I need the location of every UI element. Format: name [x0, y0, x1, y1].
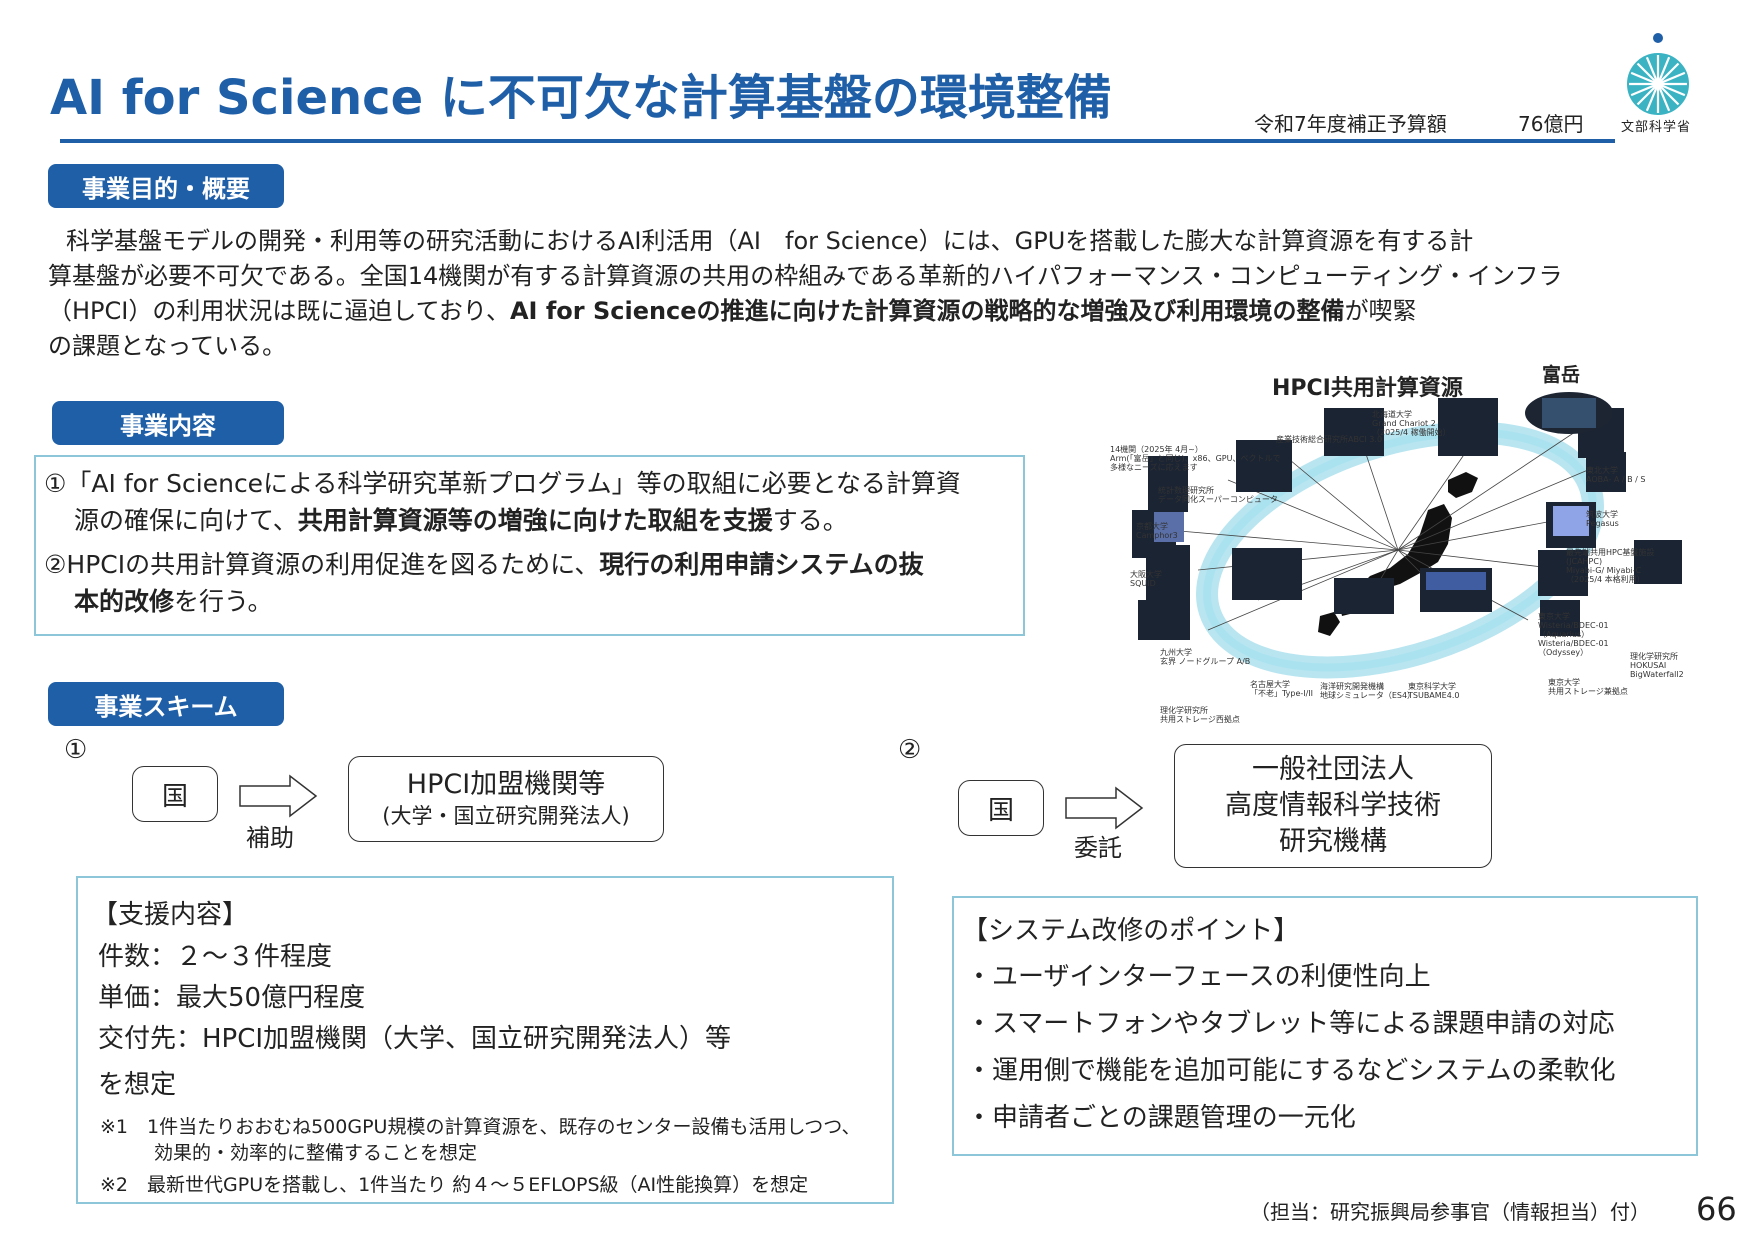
- item2-line-d: を行う。: [174, 587, 273, 616]
- system-point-2: ・スマートフォンやタブレット等による課題申請の対応: [966, 1009, 1615, 1039]
- budget-value: 76億円: [1518, 112, 1584, 136]
- scheme2-arrow-icon: [1065, 786, 1144, 830]
- purpose-line-3a: （HPCI）の利用状況は既に逼迫しており、: [48, 297, 510, 325]
- support-heading: 【支援内容】: [92, 900, 249, 930]
- map-label-14-institutions: 14機関（2025年 4月~） Arm(「富岳」と同じ)、x86、GPU、ベクト…: [1110, 445, 1281, 472]
- map-label-tsukuba: 筑波大学 Pegasus: [1586, 510, 1619, 528]
- support-note-1a: ※1 1件当たりおおむね500GPU規模の計算資源を、既存のセンター設備も活用し…: [100, 1116, 861, 1138]
- support-recipient: 交付先：HPCI加盟機関（大学、国立研究開発法人）等: [98, 1024, 732, 1054]
- system-points-box: [952, 896, 1698, 1156]
- system-point-1: ・ユーザインターフェースの利便性向上: [966, 962, 1431, 992]
- support-note-1b: 効果的・効率的に整備することを想定: [154, 1142, 478, 1164]
- map-label-osaka: 大阪大学 SQUID: [1130, 570, 1162, 588]
- map-label-kyoto: 京都大学 Camphor3: [1136, 522, 1178, 540]
- rist-line-3: 研究機構: [1279, 826, 1387, 857]
- budget-label: 令和7年度補正予算額: [1254, 112, 1447, 136]
- map-title: HPCI共用計算資源: [1272, 376, 1463, 401]
- item1-line-d: する。: [772, 506, 848, 535]
- scheme-number-2: ②: [898, 735, 922, 765]
- purpose-line-4: の課題となっている。: [48, 332, 287, 360]
- page-title: AI for Science に不可欠な計算基盤の環境整備: [50, 70, 1112, 126]
- purpose-paragraph: 科学基盤モデルの開発・利用等の研究活動におけるAI利活用（AI for Scie…: [48, 224, 1638, 364]
- map-label-riken-hokusai: 理化学研究所 HOKUSAI BigWaterfall2: [1630, 652, 1684, 679]
- support-note-2: ※2 最新世代GPUを搭載し、1件当たり 約４～５EFLOPS級（AI性能換算）…: [100, 1174, 809, 1196]
- purpose-line-3b-emphasis: AI for Scienceの推進に向けた計算資源の戦略的な増強及び利用環境の整…: [509, 297, 1345, 325]
- scheme1-subsidy-label: 補助: [246, 824, 294, 852]
- map-label-hokkaido: 北海道大学 Grand Chariot 2 （2025/4 稼働開始）: [1372, 410, 1451, 437]
- item2-emphasis-a: 現行の利用申請システムの抜: [599, 550, 924, 579]
- scheme1-country-box: 国: [132, 766, 218, 822]
- support-box: [76, 876, 894, 1204]
- content-item-1: ①「AI for Scienceによる科学研究革新プログラム」等の取組に必要とな…: [44, 465, 1014, 539]
- hpci-map-illustration: [1132, 398, 1682, 679]
- fugaku-label: 富岳: [1542, 364, 1581, 386]
- support-unit-price: 単価：最大50億円程度: [98, 983, 366, 1013]
- map-label-tohoku: 東北大学 AOBA- A / B / S: [1586, 466, 1646, 484]
- purpose-line-1: 科学基盤モデルの開発・利用等の研究活動におけるAI利活用（AI for Scie…: [66, 227, 1474, 255]
- map-label-kyushu: 九州大学 玄界 ノードグループ A/B: [1160, 648, 1251, 666]
- scheme2-country-label: 国: [987, 795, 1014, 826]
- scheme2-rist-box: 一般社団法人 高度情報科学技術 研究機構: [1174, 744, 1492, 868]
- map-label-tokyo-wisteria: 東京大学 Wisteria/BDEC-01 （Aquarius） Wisteri…: [1538, 612, 1609, 657]
- item2-line-a: ②HPCIの共用計算資源の利用促進を図るために、: [44, 550, 600, 579]
- map-label-aist: 産業技術総合研究所ABCI 3.0: [1276, 435, 1383, 444]
- map-label-nagoya: 名古屋大学 「不老」Type-I/II: [1250, 680, 1314, 698]
- rist-line-1: 一般社団法人: [1252, 754, 1414, 785]
- hpci-org-label: HPCI加盟機関等: [406, 769, 606, 800]
- purpose-line-3c: が喫緊: [1344, 297, 1417, 325]
- footer-contact: （担当：研究振興局参事官（情報担当）付）: [1250, 1200, 1650, 1224]
- item1-line-b: 源の確保に向けて、: [74, 506, 298, 535]
- section-scheme-header: 事業スキーム: [48, 682, 284, 726]
- item2-emphasis-b: 本的改修: [74, 587, 175, 616]
- purpose-line-2: 算基盤が必要不可欠である。全国14機関が有する計算資源の共用の枠組みである革新的…: [48, 262, 1563, 290]
- system-point-3: ・運用側で機能を追加可能にするなどシステムの柔軟化: [966, 1056, 1616, 1086]
- system-heading: 【システム改修のポイント】: [962, 916, 1300, 946]
- map-label-ism: 統計数理研究所 データ同化スーパーコンピュータ: [1158, 486, 1278, 504]
- page-number: 66: [1696, 1190, 1737, 1228]
- support-count: 件数：２～３件程度: [98, 942, 333, 972]
- map-label-titech: 東京科学大学 TSUBAME4.0: [1408, 682, 1460, 700]
- map-label-jamstec: 海洋研究開発機構 地球シミュレータ（ES4）: [1320, 682, 1416, 700]
- scheme-number-1: ①: [64, 735, 88, 765]
- map-label-riken-storage: 理化学研究所 共用ストレージ西拠点: [1160, 706, 1240, 724]
- ministry-name: 文部科学省: [1620, 120, 1691, 135]
- fugaku-photo-icon: [1525, 392, 1613, 434]
- title-underline: [60, 139, 1615, 143]
- rist-line-2: 高度情報科学技術: [1225, 790, 1441, 821]
- map-label-jcahpc: 最先端共用HPC基盤施設 (JCAHPC) Miyabi-G/ Miyabi-C…: [1566, 548, 1655, 584]
- system-point-4: ・申請者ごとの課題管理の一元化: [966, 1103, 1356, 1133]
- scheme1-hpci-org-box: HPCI加盟機関等 (大学・国立研究開発法人): [348, 756, 664, 842]
- item1-line-a: ①「AI for Scienceによる科学研究革新プログラム」等の取組に必要とな…: [44, 469, 961, 498]
- content-box: [34, 455, 1025, 636]
- mext-logo-icon: [1627, 33, 1689, 115]
- scheme1-country-label: 国: [161, 781, 188, 812]
- scheme1-arrow-icon: [239, 774, 318, 818]
- section-content-header: 事業内容: [52, 401, 284, 445]
- hpci-org-sub-label: (大学・国立研究開発法人): [382, 804, 630, 828]
- support-recipient-2: を想定: [98, 1070, 177, 1100]
- map-label-tokyo-storage: 東京大学 共用ストレージ兼拠点: [1548, 678, 1628, 696]
- section-purpose-header: 事業目的・概要: [48, 164, 284, 208]
- scheme2-country-box: 国: [958, 780, 1044, 836]
- scheme2-consign-label: 委託: [1074, 834, 1122, 862]
- item1-emphasis: 共用計算資源等の増強に向けた取組を支援: [297, 506, 773, 535]
- content-item-2: ②HPCIの共用計算資源の利用促進を図るために、現行の利用申請システムの抜 本的…: [44, 546, 1014, 620]
